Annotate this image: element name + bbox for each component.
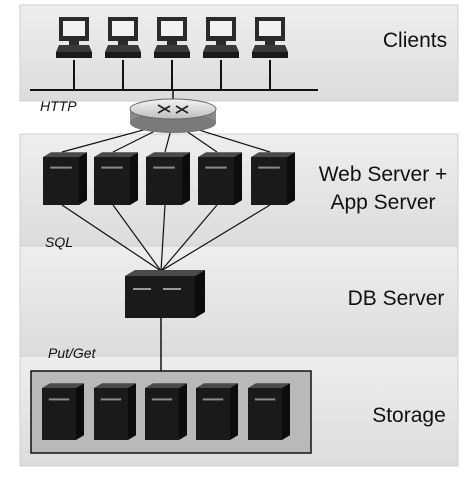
connection-lines [61,90,271,371]
server-icon [198,152,242,205]
sql-label: SQL [45,234,73,250]
server-icon [146,152,190,205]
computer-icon [154,17,190,90]
db-server [125,270,205,318]
web-app-servers [43,152,295,205]
server-icon [94,152,138,205]
computer-icon [203,17,239,90]
web-db-link [160,204,271,272]
http-label: HTTP [40,98,77,114]
db-server-icon [125,270,205,318]
web-db-link [112,204,162,272]
server-icon [251,152,295,205]
server-icon [94,383,136,440]
web-app-label-line2: App Server [330,191,435,214]
storage-servers [42,383,290,440]
web-db-link [61,204,162,272]
server-icon [145,383,187,440]
computer-icon [56,17,92,90]
client-computers [56,17,288,90]
storage-label: Storage [372,404,446,427]
computer-icon [252,17,288,90]
web-app-label-line1: Web Server + [319,163,448,186]
db-panel [19,245,459,357]
putget-label: Put/Get [48,345,97,361]
server-icon [248,383,290,440]
router-icon [129,98,217,133]
server-icon [43,152,87,205]
web-db-link [160,204,166,272]
computer-icon [105,17,141,90]
server-icon [196,383,238,440]
web-db-link [160,204,218,272]
clients-label: Clients [383,29,447,52]
server-icon [42,383,84,440]
db-label: DB Server [348,287,445,310]
